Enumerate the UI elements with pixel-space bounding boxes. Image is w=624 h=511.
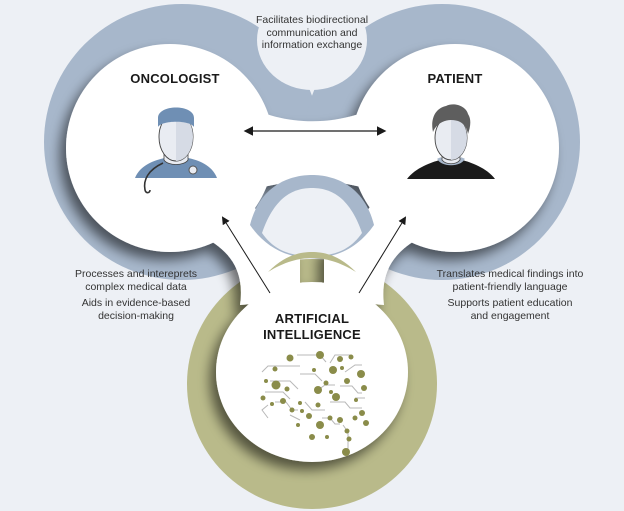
circuit-brain-icon [260,351,369,456]
circuit-node [329,390,333,394]
circuit-node [337,417,343,423]
doctor-icon [135,107,217,194]
circuit-node [344,378,350,384]
circuit-node [327,415,333,421]
ai-title-line1: ARTIFICIAL [274,311,350,326]
circuit-trace [322,417,340,425]
circuit-node [264,379,268,383]
circuit-trace [261,404,269,419]
circuit-node [359,410,365,416]
circuit-node [357,370,365,378]
circuit-node [346,436,352,442]
circuit-trace [330,401,362,409]
circuit-node [280,398,286,404]
circuit-trace [344,364,362,373]
circuit-node [300,409,304,413]
circuit-node [352,415,358,421]
communication-caption-line2: communication and [266,26,358,39]
communication-caption-line1: Facilitates biodirectional [255,14,369,26]
circuit-node [260,395,266,401]
circuit-node [332,393,340,401]
circuit-trace [300,373,323,382]
ai-to-oncologist-arrow [221,216,271,294]
circuit-node [272,366,278,372]
circuit-node [337,356,343,362]
circuit-node [363,420,369,426]
circuit-node [323,380,329,386]
oncologist-title: ONCOLOGIST [130,71,220,86]
circuit-node [361,385,367,391]
circuit-node [296,423,300,427]
ai-to-patient-arrow [358,216,407,294]
circuit-node [316,351,324,359]
patient-title: PATIENT [427,71,483,86]
circuit-node [289,407,295,413]
circuit-node [312,368,316,372]
circuit-trace [329,354,350,364]
circuit-node [284,386,290,392]
circuit-node [298,401,302,405]
patient-icon [407,104,495,179]
circuit-trace [340,385,362,394]
circuit-node [309,434,315,440]
circuit-node [306,413,312,419]
circuit-node [314,386,322,394]
circuit-node [315,402,321,408]
circuit-node [342,448,350,456]
circuit-node [348,354,354,360]
circuit-trace [289,414,301,421]
circuit-node [271,380,281,390]
circuit-trace [261,365,300,373]
circuit-node [286,354,294,362]
circuit-trace [265,391,291,400]
communication-caption: Facilitates biodirectional communication… [232,14,392,52]
ai-title-line2: INTELLIGENCE [263,327,361,342]
communication-caption-line3: information exchange [261,39,363,51]
ai-title: ARTIFICIAL INTELLIGENCE [252,311,372,343]
circuit-node [354,398,358,402]
circuit-node [270,402,274,406]
circuit-node [340,366,344,370]
circuit-node [325,435,329,439]
circuit-node [316,421,324,429]
circuit-trace [304,401,325,411]
circuit-node [329,366,337,374]
circuit-node [344,428,350,434]
